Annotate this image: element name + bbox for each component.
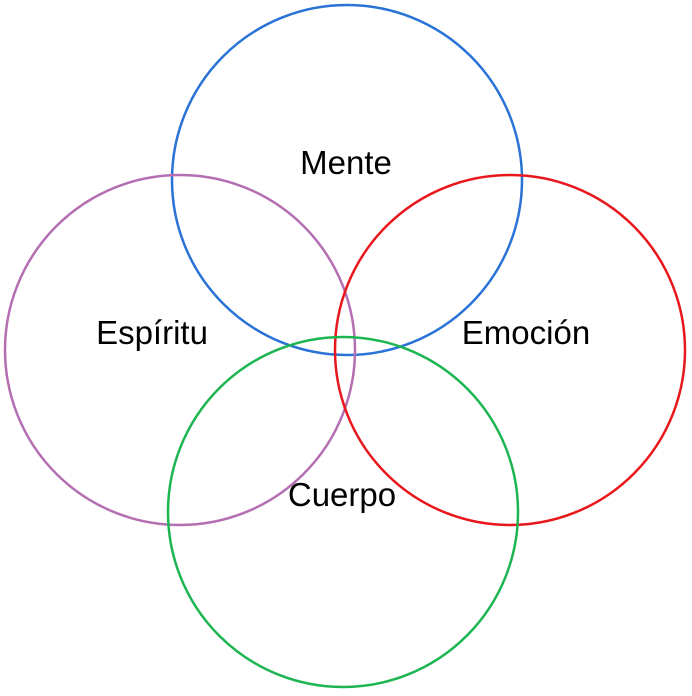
label-mente: Mente <box>300 144 392 181</box>
circle-emocion <box>333 173 687 527</box>
label-emocion: Emoción <box>462 314 590 351</box>
circle-cuerpo <box>166 335 520 689</box>
label-espiritu: Espíritu <box>96 314 208 351</box>
label-cuerpo: Cuerpo <box>288 476 396 513</box>
circle-espiritu <box>3 173 357 527</box>
circle-mente <box>170 3 524 357</box>
